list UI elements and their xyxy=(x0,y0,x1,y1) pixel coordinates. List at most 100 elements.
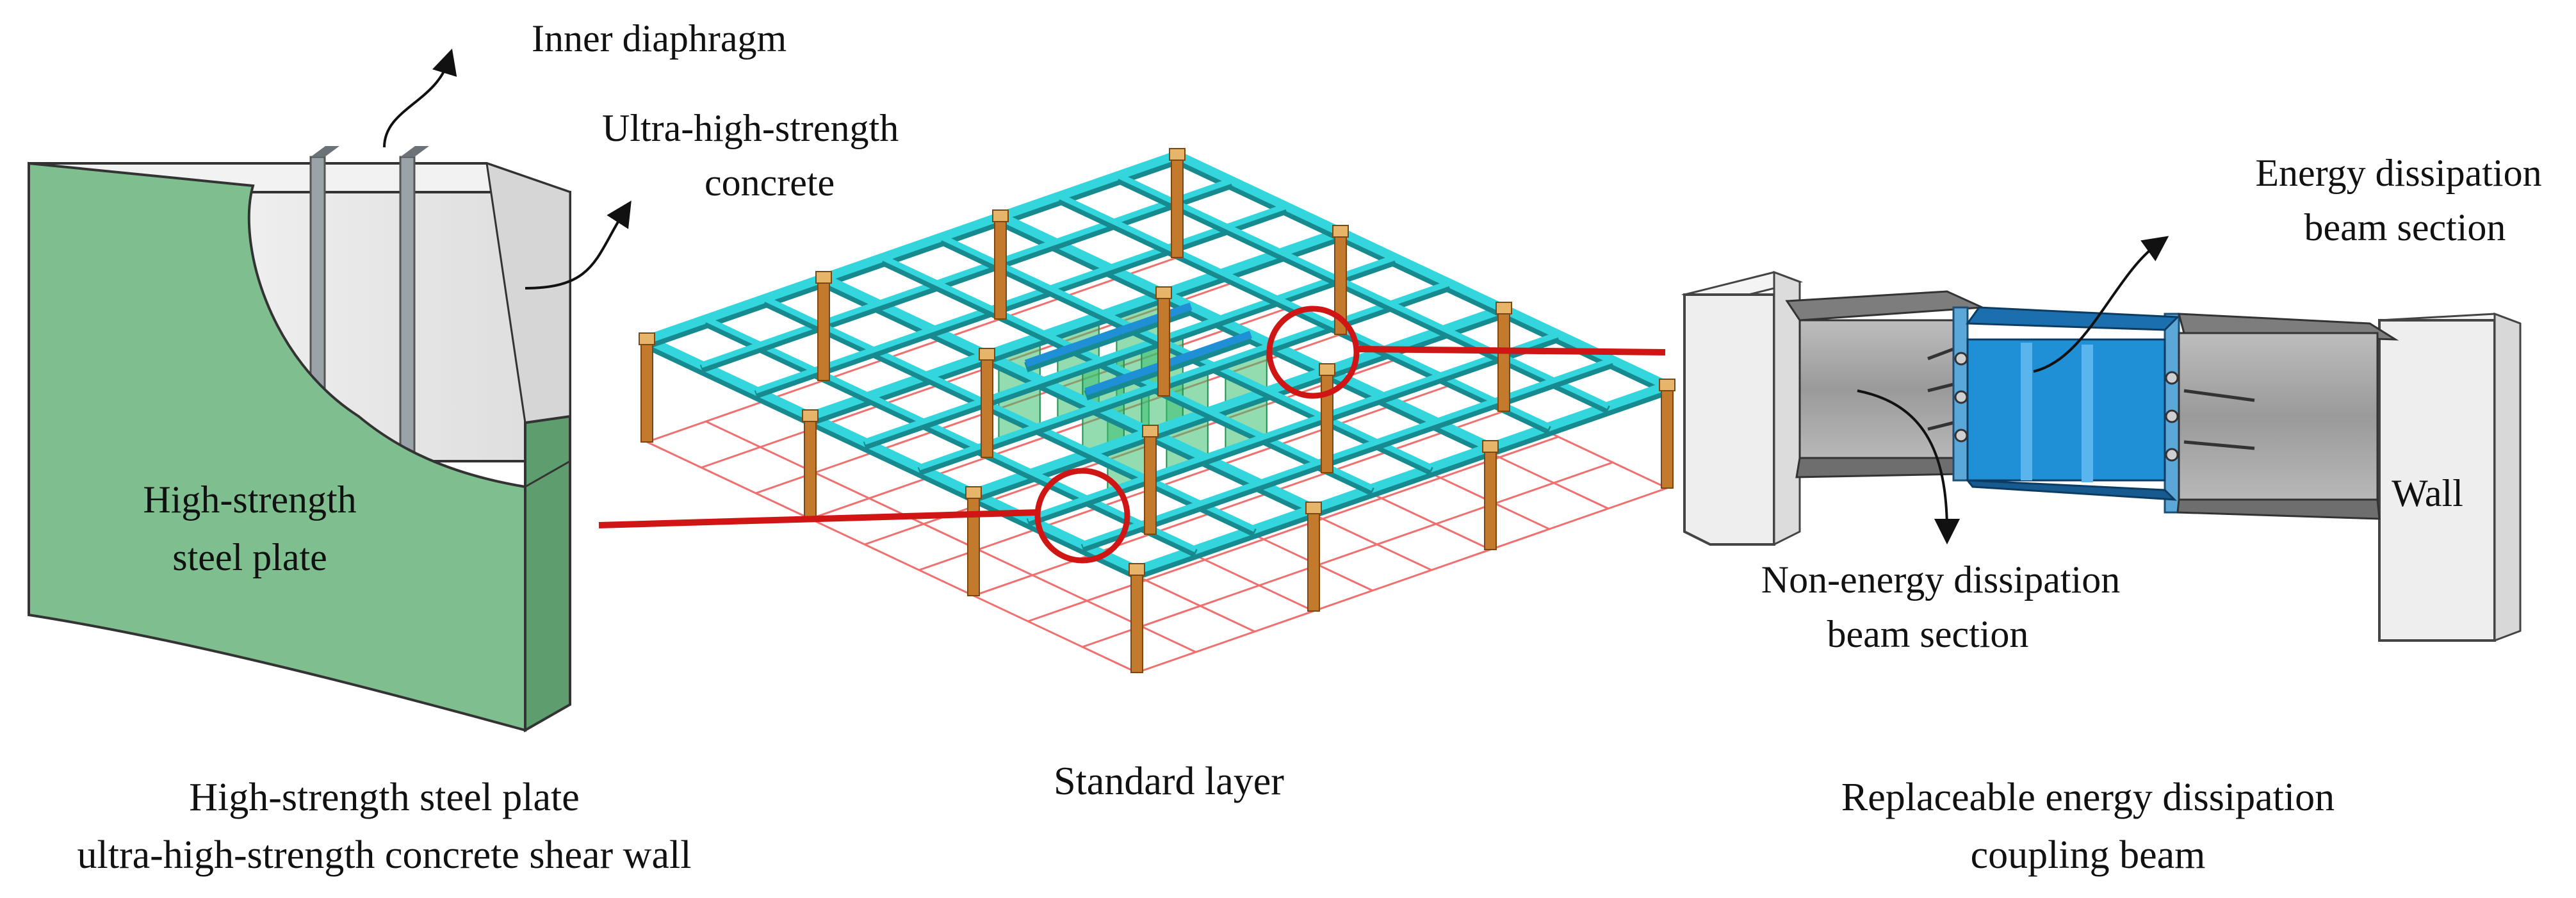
column xyxy=(994,216,1007,320)
steel-plate-side xyxy=(524,414,571,733)
frame-beam xyxy=(754,203,1287,394)
column-cap xyxy=(639,332,655,345)
column-cap xyxy=(1332,225,1349,238)
diaphragm-arrow xyxy=(383,48,457,148)
column xyxy=(1171,154,1184,258)
label-wall: Wall xyxy=(2392,472,2463,514)
caption-coupling-beam-line1: Replaceable energy dissipation xyxy=(1841,776,2335,819)
column-cap xyxy=(1319,363,1335,376)
column-cap xyxy=(1169,148,1186,161)
label-non-energy-section-line1: Non-energy dissipation xyxy=(1761,559,2120,601)
grid-line xyxy=(1027,436,1559,623)
column xyxy=(804,416,817,519)
callout-line-shear-wall xyxy=(598,509,1038,528)
frame-beam xyxy=(645,335,1139,575)
concrete-arrow xyxy=(525,200,632,290)
column-cap xyxy=(1659,379,1675,391)
steel-plate-front xyxy=(28,161,526,732)
frame-beam xyxy=(808,227,1342,421)
label-non-energy-section-line2: beam section xyxy=(1827,613,2029,655)
left-wall-side xyxy=(1773,270,1801,546)
frame-beam xyxy=(1135,381,1669,575)
frame-beam-shadow xyxy=(763,298,1257,537)
grid-line xyxy=(646,256,1178,443)
caption-coupling-beam-line2: coupling beam xyxy=(1971,833,2206,877)
frame-beam xyxy=(700,177,1233,368)
frame-beam xyxy=(863,254,1396,445)
column-cap xyxy=(1129,563,1145,576)
frame-beam-shadow xyxy=(863,257,1397,450)
shear-wall-illustration xyxy=(28,48,632,733)
frame-beam-shadow xyxy=(704,319,1198,557)
column xyxy=(1144,431,1157,535)
frame-beam-shadow xyxy=(917,282,1451,476)
column-cap xyxy=(802,409,819,422)
column xyxy=(1321,370,1333,473)
column xyxy=(1130,569,1143,673)
standard-layer-illustration xyxy=(598,148,1675,674)
right-wall-side xyxy=(2493,312,2522,642)
column-cap xyxy=(815,271,832,284)
caption-shear-wall-line2: ultra-high-strength concrete shear wall xyxy=(77,833,692,877)
frame-beam xyxy=(1081,357,1614,548)
column xyxy=(967,493,980,596)
grid-line xyxy=(973,410,1504,597)
grid-line xyxy=(1136,487,1668,674)
label-steel-plate-line2: steel plate xyxy=(172,536,327,578)
non-energy-arrow xyxy=(1857,389,1960,544)
column-cap xyxy=(992,209,1009,222)
frame-beam-shadow xyxy=(1057,196,1551,434)
frame-beam-shadow xyxy=(1026,334,1560,527)
column xyxy=(1484,446,1497,550)
label-concrete-line1: Ultra-high-strength xyxy=(602,107,899,149)
bolts xyxy=(1954,352,2179,462)
frame-beam-shadow xyxy=(754,206,1288,399)
grid-line xyxy=(1082,461,1613,648)
label-inner-diaphragm: Inner diaphragm xyxy=(532,17,787,60)
column xyxy=(640,339,653,443)
right-non-energy-section xyxy=(2176,313,2399,520)
column xyxy=(1661,385,1674,489)
label-energy-section-line2: beam section xyxy=(2304,206,2506,249)
column-cap xyxy=(965,486,982,499)
frame-beam-shadow xyxy=(699,180,1234,373)
frame-beam-shadow xyxy=(1116,176,1610,414)
frame-beam xyxy=(705,316,1197,553)
column xyxy=(981,354,993,458)
column-cap xyxy=(1305,502,1322,514)
energy-dissipation-section xyxy=(1965,306,2180,501)
left-non-energy-section xyxy=(1785,290,1983,478)
frame-beam xyxy=(940,234,1433,471)
column-cap xyxy=(979,348,995,361)
label-steel-plate-line1: High-strength xyxy=(143,478,356,521)
frame-beam xyxy=(822,273,1316,513)
frame-beams xyxy=(644,151,1670,580)
frame-beam xyxy=(999,212,1492,452)
callout-line-coupling-beam xyxy=(1356,346,1666,355)
grid-line xyxy=(646,441,1137,674)
column-cap xyxy=(1482,440,1499,453)
column-cap xyxy=(1496,302,1512,314)
column xyxy=(1157,293,1170,396)
frame-beam xyxy=(645,151,1179,344)
frame-beam xyxy=(881,254,1374,491)
energy-arrow xyxy=(2033,236,2169,373)
column xyxy=(817,277,830,381)
coupling-beam-illustration xyxy=(1681,236,2522,642)
frame-beam-shadow xyxy=(1080,359,1615,553)
left-wall xyxy=(1683,293,1775,546)
frame-beam xyxy=(1175,151,1669,390)
grid-line xyxy=(705,420,1196,653)
frame-beam xyxy=(763,295,1256,532)
caption-shear-wall-line1: High-strength steel plate xyxy=(189,776,580,819)
columns xyxy=(639,148,1675,673)
label-concrete-line2: concrete xyxy=(705,161,835,204)
column-cap xyxy=(1155,286,1172,299)
frame-beam xyxy=(972,304,1506,498)
frame-beam xyxy=(1117,172,1610,409)
column xyxy=(1497,308,1510,412)
caption-standard-layer: Standard layer xyxy=(1054,760,1284,803)
column-cap xyxy=(1142,425,1159,437)
frame-beam xyxy=(918,280,1451,471)
